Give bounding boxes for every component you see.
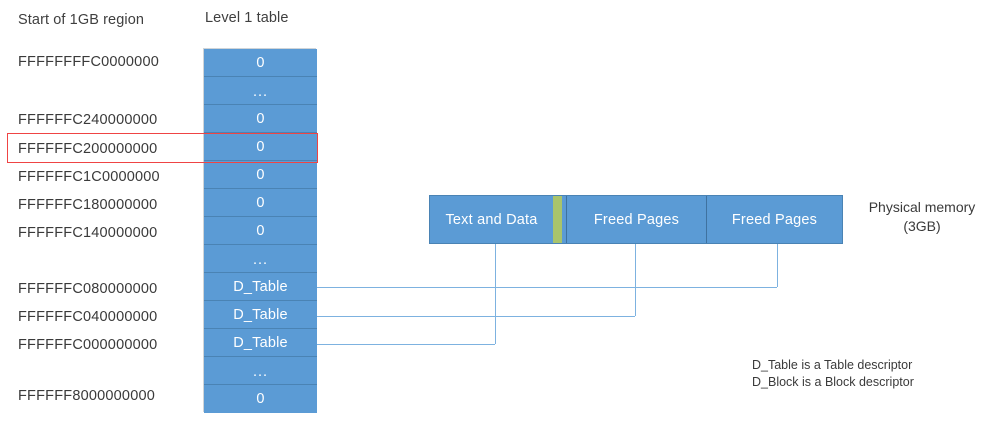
table-row[interactable]: 0 [204, 385, 317, 413]
address-label: FFFFFFC040000000 [18, 309, 158, 325]
table-row[interactable]: ... [204, 245, 317, 273]
table-row[interactable]: 0 [204, 189, 317, 217]
table-row[interactable]: D_Table [204, 273, 317, 301]
legend-line-d-table: D_Table is a Table descriptor [752, 358, 913, 372]
memory-segment-label: Freed Pages [731, 211, 818, 228]
table-cell-value: 0 [256, 194, 265, 211]
physical-memory-caption-line2: (3GB) [903, 218, 941, 234]
table-cell-value: ... [252, 84, 269, 101]
physical-memory-caption-line1: Physical memory [868, 199, 976, 215]
table-cell-value: ... [252, 364, 269, 381]
table-row[interactable]: 0 [204, 133, 317, 161]
address-label: FFFFFFC000000000 [18, 337, 158, 353]
memory-segment-divider [565, 196, 567, 243]
table-cell-value: D_Table [233, 334, 288, 351]
memory-segment-label: Text and Data [445, 211, 538, 228]
table-row[interactable]: ... [204, 77, 317, 105]
table-cell-value: 0 [256, 391, 265, 407]
table-cell-value: 0 [256, 110, 265, 127]
table-cell-value: 0 [256, 138, 265, 155]
table-row[interactable]: ... [204, 357, 317, 385]
memory-segment[interactable]: Freed Pages [707, 196, 842, 243]
memory-segment[interactable]: Freed Pages [567, 196, 706, 243]
address-label: FFFFFFC1C0000000 [18, 169, 160, 185]
memory-segment-divider [705, 196, 707, 243]
address-label: FFFFFFC140000000 [18, 225, 158, 241]
table-row[interactable]: 0 [204, 105, 317, 133]
legend-line-d-block: D_Block is a Block descriptor [752, 375, 914, 389]
table-row[interactable]: 0 [204, 161, 317, 189]
connector-vertical [635, 244, 637, 316]
address-label: FFFFFFC200000000 [18, 141, 158, 157]
green-marker-stripe [553, 196, 562, 243]
address-label: FFFFFFC080000000 [18, 281, 158, 297]
address-label: FFFFFFC180000000 [18, 197, 158, 213]
connector-horizontal [316, 316, 635, 318]
address-label: FFFFFFFFC0000000 [18, 54, 159, 70]
memory-segment[interactable]: Text and Data [430, 196, 553, 243]
connector-vertical [777, 244, 779, 287]
table-row[interactable]: 0 [204, 49, 317, 77]
table-row[interactable]: 0 [204, 217, 317, 245]
connector-vertical [495, 244, 497, 344]
table-cell-value: D_Table [233, 306, 288, 323]
table-cell-value: 0 [256, 166, 265, 183]
table-cell-value: 0 [256, 54, 265, 71]
physical-memory-bar: Text and Data Freed Pages Freed Pages [429, 195, 843, 244]
address-label: FFFFFF8000000000 [18, 388, 155, 404]
address-label: FFFFFFC240000000 [18, 112, 158, 128]
table-cell-value: 0 [256, 222, 265, 239]
heading-level-1-table: Level 1 table [205, 10, 289, 26]
physical-memory-caption: Physical memory (3GB) [856, 198, 988, 236]
descriptor-legend: D_Table is a Table descriptor D_Block is… [752, 357, 914, 391]
connector-horizontal [316, 344, 495, 346]
connector-horizontal [316, 287, 777, 289]
heading-start-of-region: Start of 1GB region [18, 12, 145, 28]
table-cell-value: ... [252, 252, 269, 269]
table-cell-value: D_Table [233, 278, 288, 295]
table-row[interactable]: D_Table [204, 301, 317, 329]
table-row[interactable]: D_Table [204, 329, 317, 357]
memory-segment-label: Freed Pages [593, 211, 680, 228]
